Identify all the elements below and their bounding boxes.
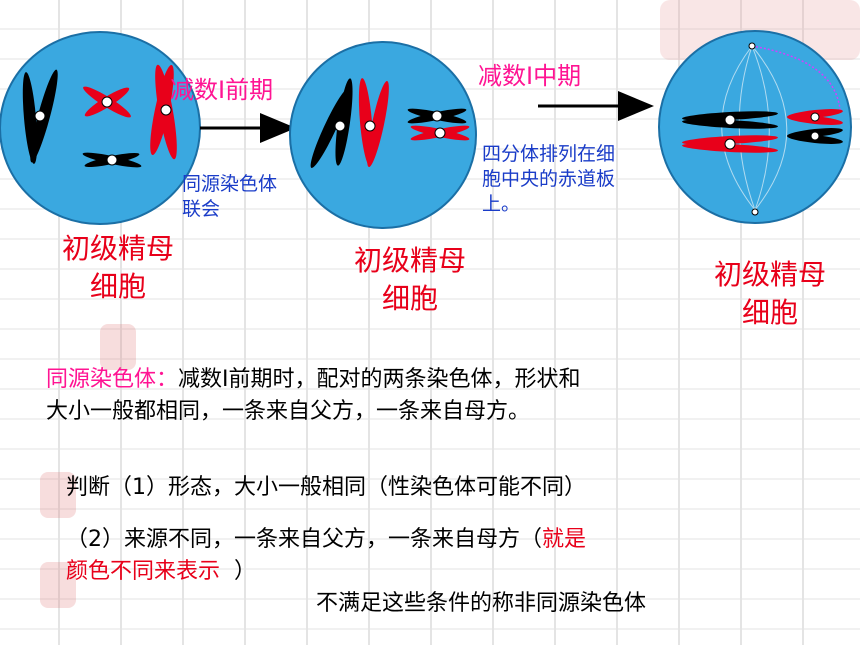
tetrad-small [407, 108, 470, 141]
cell-1-label: 初级精母 细胞 [61, 232, 174, 303]
definition-text-line2: 大小一般都相同，一条来自父方，一条来自母方。 [46, 399, 531, 424]
criterion-1: 判断（1）形态，大小一般相同（性染色体可能不同） [66, 475, 586, 500]
chromosome-maternal-small [83, 86, 131, 118]
watermark-stamp-icon [40, 562, 76, 608]
stage-label-prophase: 减数Ⅰ前期 [170, 76, 274, 104]
definition-block: 同源染色体：减数Ⅰ前期时，配对的两条染色体，形状和 大小一般都相同，一条来自父方… [46, 364, 836, 428]
watermark-stamp-icon [40, 472, 76, 518]
chromosome-paternal-small [82, 152, 142, 168]
chromosome-paternal-long [22, 69, 58, 164]
cell-2-label: 初级精母 细胞 [353, 244, 466, 315]
criterion-2: （2）来源不同，一条来自父方，一条来自母方（就是 颜色不同来表示） [66, 527, 587, 584]
meiosis-diagram [0, 30, 852, 229]
watermark-stamp-icon [100, 324, 136, 370]
chromosome-maternal-long [150, 64, 177, 160]
note-synapsis: 同源染色体 联会 [182, 173, 278, 220]
cell-3-label: 初级精母 细胞 [713, 258, 826, 329]
definition-term: 同源染色体： [46, 367, 179, 392]
cell-2 [289, 41, 477, 229]
note-tetrad-alignment: 四分体排列在细 胞中央的赤道板 上。 [482, 143, 616, 215]
stage-label-metaphase: 减数Ⅰ中期 [478, 62, 582, 90]
cell-1 [0, 31, 201, 225]
equatorial-tetrads [682, 109, 843, 153]
tetrad-long [310, 78, 389, 168]
conclusion-text: 不满足这些条件的称非同源染色体 [316, 591, 647, 616]
definition-text-line1: 减数Ⅰ前期时，配对的两条染色体，形状和 [178, 367, 581, 392]
cell-3 [658, 30, 852, 224]
